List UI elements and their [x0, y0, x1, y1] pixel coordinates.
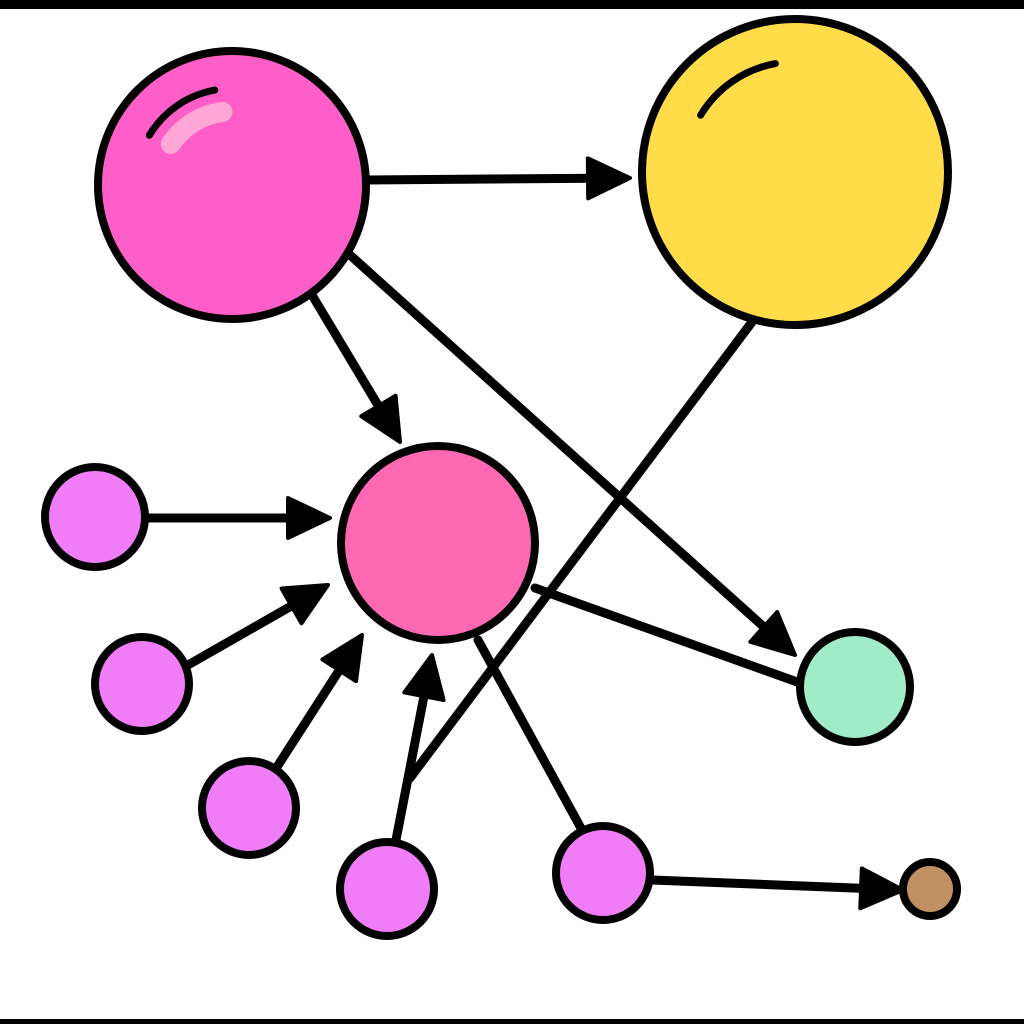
- node-D2: [91, 633, 193, 735]
- edge-C-E: [530, 583, 805, 688]
- bottom-border: [0, 1019, 1024, 1024]
- arrowhead-icon: [320, 633, 364, 684]
- edge-D4-C: [390, 683, 431, 850]
- node-E: [796, 628, 914, 746]
- edge-D5-F: [647, 875, 874, 894]
- arrowhead-icon: [748, 610, 797, 657]
- node-D3: [198, 757, 300, 859]
- node-shine: [160, 101, 233, 154]
- arrowhead-icon: [279, 583, 330, 626]
- arrowhead-icon: [858, 866, 905, 911]
- edge-A-B: [363, 173, 601, 185]
- node-C: [337, 442, 539, 644]
- node-B: [638, 15, 952, 329]
- node-D4: [336, 838, 438, 940]
- node-D1: [41, 463, 149, 571]
- top-border: [0, 0, 1024, 9]
- edge-B-D4: [405, 317, 757, 783]
- arrowhead-icon: [585, 156, 632, 201]
- arrowhead-icon: [286, 496, 332, 540]
- edge-A-C: [307, 290, 388, 418]
- arrowhead-icon: [359, 393, 402, 444]
- edge-C-D5: [473, 635, 587, 835]
- node-F: [899, 858, 961, 920]
- edge-D2-C: [183, 597, 304, 670]
- node-A: [94, 47, 370, 323]
- edge-A-E: [345, 250, 775, 638]
- node-highlight: [697, 60, 779, 119]
- node-highlight: [145, 86, 219, 139]
- arrowhead-icon: [402, 653, 446, 703]
- edge-D3-C: [270, 658, 349, 775]
- node-D5: [552, 822, 654, 924]
